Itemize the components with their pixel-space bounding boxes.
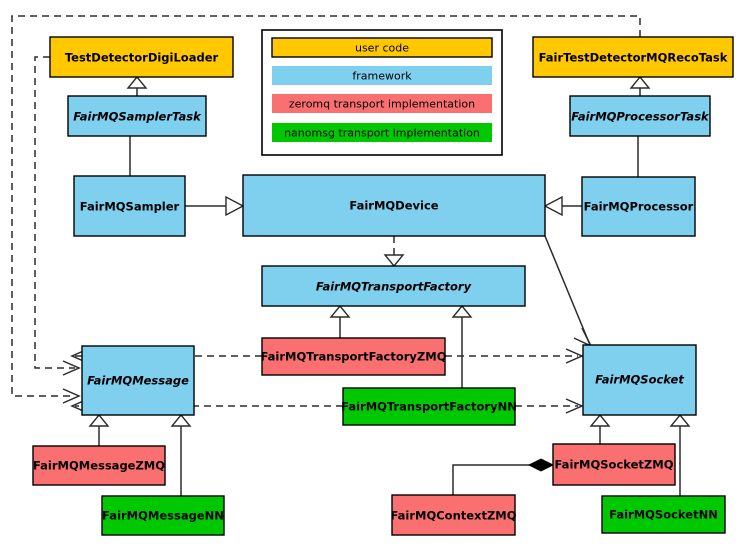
node-box[interactable] bbox=[582, 344, 697, 416]
legend-swatch-nanomsg bbox=[272, 123, 492, 142]
node-label: FairMQMessage bbox=[87, 374, 189, 388]
edge-messagenn-to-message bbox=[170, 413, 192, 496]
edge-digiloader-to-message bbox=[34, 56, 81, 376]
node-box[interactable] bbox=[601, 495, 726, 534]
node-FairMQSocket[interactable]: FairMQSocket bbox=[582, 344, 697, 416]
node-FairMQTransportFactoryNN[interactable]: FairMQTransportFactoryNN bbox=[341, 387, 517, 426]
node-FairMQTransportFactory[interactable]: FairMQTransportFactory bbox=[261, 265, 526, 307]
node-label: FairMQMessageNN bbox=[102, 509, 224, 523]
node-box[interactable] bbox=[391, 494, 516, 536]
node-label: FairTestDetectorMQRecoTask bbox=[539, 51, 728, 65]
legend-label-user-code: user code bbox=[355, 42, 409, 55]
node-box[interactable] bbox=[67, 95, 207, 137]
node-FairMQProcessorTask[interactable]: FairMQProcessorTask bbox=[569, 95, 711, 137]
node-box[interactable] bbox=[261, 337, 446, 376]
node-box[interactable] bbox=[81, 345, 195, 416]
node-box[interactable] bbox=[581, 176, 696, 237]
node-label: FairMQProcessor bbox=[584, 200, 694, 214]
node-box[interactable] bbox=[569, 95, 711, 137]
node-label: TestDetectorDigiLoader bbox=[65, 51, 219, 65]
node-box[interactable] bbox=[242, 174, 546, 237]
edge-tfzmq-to-transportfactory bbox=[329, 304, 351, 338]
node-box[interactable] bbox=[32, 445, 166, 486]
node-FairMQSocketZMQ[interactable]: FairMQSocketZMQ bbox=[552, 443, 676, 486]
node-FairMQContextZMQ[interactable]: FairMQContextZMQ bbox=[390, 494, 517, 536]
legend-label-nanomsg: nanomsg transport implementation bbox=[284, 127, 480, 140]
edge-device-to-transportfactory bbox=[383, 236, 405, 268]
node-label: FairMQTransportFactory bbox=[316, 280, 472, 294]
node-label: FairMQContextZMQ bbox=[390, 509, 516, 523]
node-FairMQSocketNN[interactable]: FairMQSocketNN bbox=[601, 495, 726, 534]
node-FairMQSamplerTask[interactable]: FairMQSamplerTask bbox=[67, 95, 207, 137]
legend-item-framework: framework bbox=[272, 66, 492, 85]
edge-layer bbox=[11, 15, 691, 496]
node-FairMQMessage[interactable]: FairMQMessage bbox=[81, 345, 195, 416]
node-FairMQProcessor[interactable]: FairMQProcessor bbox=[581, 176, 696, 237]
legend-swatch-user-code bbox=[271, 37, 493, 58]
node-box[interactable] bbox=[552, 443, 676, 486]
edge-sampler-to-device bbox=[185, 195, 245, 217]
node-box[interactable] bbox=[532, 36, 734, 78]
legend-swatch-zeromq bbox=[272, 94, 492, 113]
node-label: FairMQTransportFactoryNN bbox=[341, 400, 517, 414]
node-FairMQTransportFactoryZMQ[interactable]: FairMQTransportFactoryZMQ bbox=[260, 337, 447, 376]
legend-swatch-framework bbox=[272, 66, 492, 85]
node-box[interactable] bbox=[49, 36, 234, 78]
node-label: FairMQTransportFactoryZMQ bbox=[260, 350, 446, 364]
node-box[interactable] bbox=[101, 495, 225, 536]
node-box[interactable] bbox=[73, 175, 186, 237]
edge-contextzmq-to-socketzmq bbox=[452, 458, 555, 495]
node-FairTestDetectorMQRecoTask[interactable]: FairTestDetectorMQRecoTask bbox=[532, 36, 734, 78]
node-FairMQSampler[interactable]: FairMQSampler bbox=[73, 175, 186, 237]
node-box[interactable] bbox=[342, 387, 516, 426]
node-FairMQMessageZMQ[interactable]: FairMQMessageZMQ bbox=[32, 445, 166, 486]
legend-item-zeromq: zeromq transport implementation bbox=[272, 94, 492, 113]
edge-tfnn-to-transportfactory bbox=[451, 304, 473, 388]
edge-socketzmq-to-socket bbox=[589, 413, 611, 444]
node-label: FairMQSampler bbox=[80, 200, 180, 214]
node-box[interactable] bbox=[261, 265, 526, 307]
node-label: FairMQSocket bbox=[595, 373, 684, 387]
edge-tfnn-to-socket bbox=[515, 398, 584, 414]
legend-label-zeromq: zeromq transport implementation bbox=[289, 98, 475, 111]
legend-item-user-code: user code bbox=[271, 37, 493, 58]
node-label: FairMQProcessorTask bbox=[571, 110, 710, 124]
node-label: FairMQMessageZMQ bbox=[33, 459, 165, 473]
edge-messagezmq-to-message bbox=[88, 413, 110, 446]
edge-samplertask-to-digiloader bbox=[126, 75, 148, 96]
node-label: FairMQSocketNN bbox=[609, 508, 718, 522]
node-label: FairMQDevice bbox=[349, 199, 438, 213]
legend-label-framework: framework bbox=[352, 70, 412, 83]
edge-device-to-socket bbox=[544, 235, 593, 348]
edge-processor-to-device bbox=[543, 195, 582, 217]
legend-item-nanomsg: nanomsg transport implementation bbox=[272, 123, 492, 142]
node-FairMQDevice[interactable]: FairMQDevice bbox=[242, 174, 546, 237]
edge-processortask-to-recotask bbox=[629, 75, 651, 96]
node-TestDetectorDigiLoader[interactable]: TestDetectorDigiLoader bbox=[49, 36, 234, 78]
edge-socketnn-to-socket bbox=[669, 413, 691, 496]
legend-box: user code framework zeromq transport imp… bbox=[261, 29, 503, 156]
node-label: FairMQSocketZMQ bbox=[555, 458, 674, 472]
edge-recotask-to-message bbox=[11, 15, 641, 404]
node-label: FairMQSamplerTask bbox=[73, 110, 202, 124]
edge-tfzmq-to-socket bbox=[445, 348, 584, 364]
node-FairMQMessageNN[interactable]: FairMQMessageNN bbox=[101, 495, 225, 536]
